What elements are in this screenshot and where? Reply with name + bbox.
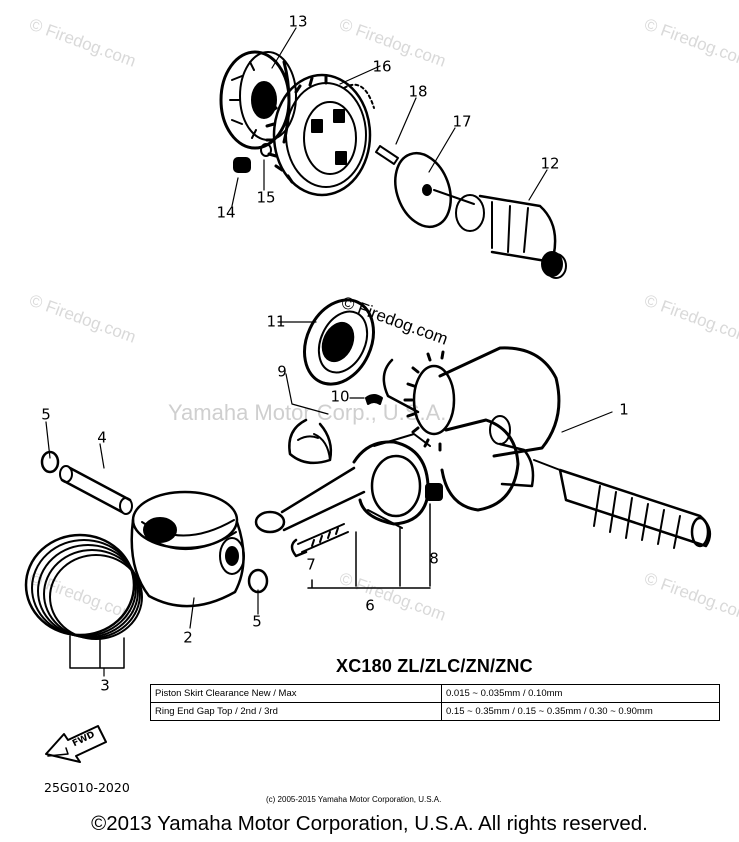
watermark-center: Yamaha Motor Corp., U.S.A. — [168, 400, 447, 425]
circlip — [247, 568, 269, 594]
copyright-notice: ©2013 Yamaha Motor Corporation, U.S.A. A… — [91, 812, 648, 835]
piston — [130, 490, 245, 608]
model-title: XC180 ZL/ZLC/ZN/ZNC — [336, 656, 533, 676]
spec-label: Ring End Gap Top / 2nd / 3rd — [150, 702, 442, 721]
callout-13: 13 — [288, 12, 308, 31]
washer — [394, 151, 452, 229]
callout-7: 7 — [306, 555, 316, 574]
oil-seal — [303, 298, 375, 386]
woodruff-key — [365, 394, 383, 405]
table-row: Piston Skirt Clearance New / Max 0.015 ~… — [150, 684, 720, 703]
piston-ring-set — [24, 533, 143, 669]
callout-12: 12 — [540, 154, 560, 173]
roller — [260, 143, 272, 157]
spec-label: Piston Skirt Clearance New / Max — [150, 684, 442, 703]
callout-1: 1 — [619, 400, 629, 419]
callout-18: 18 — [408, 82, 428, 101]
starter-wheel-gear — [265, 73, 375, 197]
callout-8: 8 — [429, 549, 439, 568]
crankshaft — [382, 346, 712, 549]
callout-16: 16 — [372, 57, 392, 76]
connecting-rod — [254, 433, 431, 534]
callout-3: 3 — [100, 676, 110, 695]
dowel-pin — [375, 145, 399, 165]
callout-11: 11 — [266, 312, 286, 331]
spring — [233, 157, 251, 173]
callout-2: 2 — [183, 628, 193, 647]
callout-6: 6 — [365, 596, 375, 615]
callout-15: 15 — [256, 188, 276, 207]
balancer-shaft — [433, 189, 567, 279]
starter-clutch — [219, 50, 297, 150]
callout-4: 4 — [97, 428, 107, 447]
fwd-arrow-icon — [45, 725, 107, 763]
table-row: Ring End Gap Top / 2nd / 3rd 0.15 ~ 0.35… — [150, 702, 720, 721]
rod-nut — [425, 483, 443, 501]
copyright-small: (c) 2005-2015 Yamaha Motor Corporation, … — [266, 795, 442, 804]
spec-value: 0.015 ~ 0.035mm / 0.10mm — [441, 684, 720, 703]
bearing — [288, 418, 333, 465]
callout-5: 5 — [252, 612, 262, 631]
spec-value: 0.15 ~ 0.35mm / 0.15 ~ 0.35mm / 0.30 ~ 0… — [441, 702, 720, 721]
callout-10: 10 — [330, 387, 350, 406]
circlip — [40, 450, 60, 474]
callout-5: 5 — [41, 405, 51, 424]
callout-14: 14 — [216, 203, 236, 222]
piston-pin — [59, 465, 133, 515]
callout-9: 9 — [277, 362, 287, 381]
diagram-code: 25G010-2020 — [44, 780, 130, 795]
spec-table: Piston Skirt Clearance New / Max 0.015 ~… — [150, 684, 720, 721]
rod-bolt — [290, 523, 349, 558]
callout-17: 17 — [452, 112, 472, 131]
